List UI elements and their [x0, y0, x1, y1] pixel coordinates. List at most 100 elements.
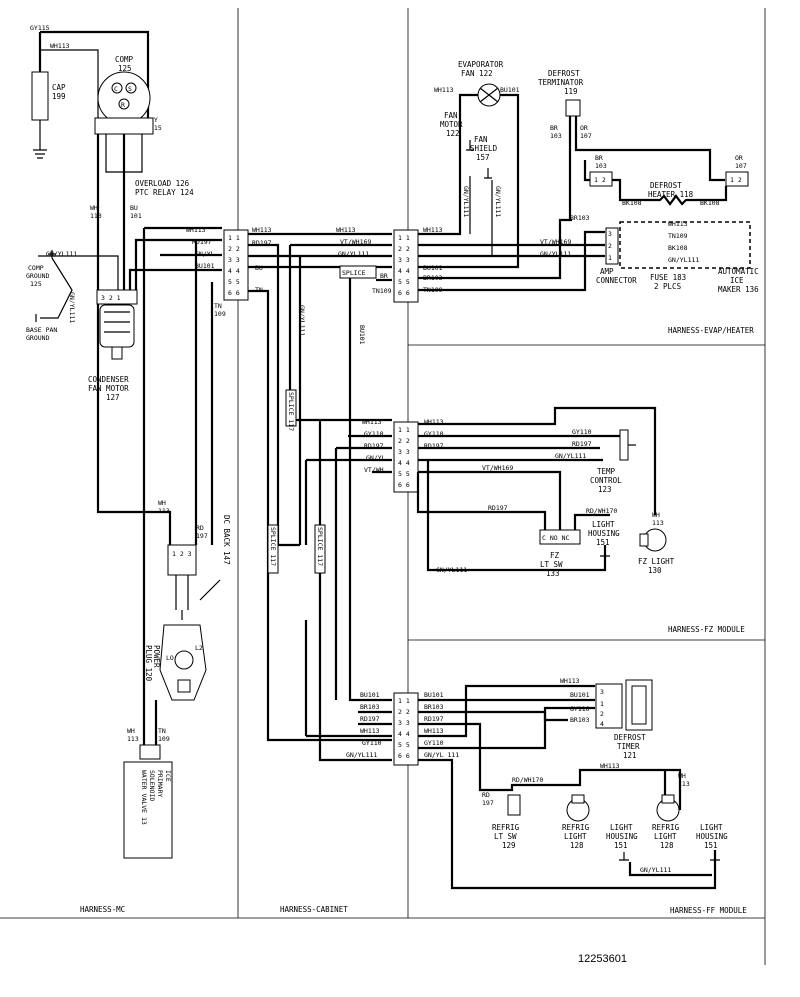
svg-text:FUSE 183: FUSE 183 — [650, 273, 686, 282]
svg-text:GN/YL111: GN/YL111 — [494, 186, 502, 217]
overload-label: OVERLOAD 126 — [135, 179, 190, 188]
svg-text:REFRIG: REFRIG — [492, 823, 520, 832]
svg-text:GN/YL111: GN/YL111 — [46, 250, 77, 258]
svg-text:PTC RELAY 124: PTC RELAY 124 — [135, 188, 194, 197]
svg-text:CONDENSER: CONDENSER — [88, 375, 129, 384]
temp-control: TEMP CONTROL 123 — [590, 429, 636, 494]
svg-text:157: 157 — [476, 153, 490, 162]
comp-label: COMP — [115, 55, 134, 64]
svg-text:GN/YL111: GN/YL111 — [298, 305, 306, 336]
svg-text:CONTROL: CONTROL — [590, 476, 622, 485]
svg-text:BR: BR — [595, 154, 603, 162]
svg-text:BK108: BK108 — [622, 199, 642, 207]
svg-text:L2: L2 — [195, 644, 203, 652]
svg-text:VT/WH169: VT/WH169 — [482, 464, 513, 472]
svg-text:128: 128 — [660, 841, 674, 850]
svg-text:LIGHT: LIGHT — [592, 520, 615, 529]
svg-text:BR: BR — [550, 124, 558, 132]
svg-text:TN: TN — [158, 727, 166, 735]
svg-text:TERMINATOR: TERMINATOR — [538, 78, 584, 87]
svg-text:119: 119 — [564, 87, 578, 96]
svg-text:LT SW: LT SW — [540, 560, 563, 569]
svg-text:LT SW: LT SW — [494, 832, 517, 841]
svg-text:127: 127 — [106, 393, 120, 402]
svg-text:WH: WH — [678, 772, 686, 780]
wire-gy115: GY115 — [30, 24, 50, 32]
svg-text:123: 123 — [598, 485, 612, 494]
svg-text:GY110: GY110 — [424, 739, 444, 747]
svg-text:WH113: WH113 — [186, 226, 206, 234]
svg-text:3: 3 — [608, 230, 612, 238]
svg-text:5 5: 5 5 — [398, 278, 410, 286]
harness-cabinet-label: HARNESS-CABINET — [280, 905, 348, 914]
svg-text:FAN: FAN — [444, 111, 458, 120]
svg-text:DEFROST: DEFROST — [614, 733, 646, 742]
svg-text:WH113: WH113 — [362, 418, 382, 426]
svg-text:HOUSING: HOUSING — [696, 832, 728, 841]
svg-text:WH113: WH113 — [424, 418, 444, 426]
svg-text:BR: BR — [380, 272, 388, 280]
svg-text:2 2: 2 2 — [398, 708, 410, 716]
svg-text:2 2: 2 2 — [398, 245, 410, 253]
svg-text:130: 130 — [648, 566, 662, 575]
svg-text:GN/YL111: GN/YL111 — [640, 866, 671, 874]
svg-text:C NO NC: C NO NC — [542, 534, 569, 542]
svg-text:3 3: 3 3 — [398, 719, 410, 727]
cap-label: CAP — [52, 83, 66, 92]
svg-text:107: 107 — [580, 132, 592, 140]
svg-text:GN/YL 111: GN/YL 111 — [424, 751, 459, 759]
svg-text:5 5: 5 5 — [228, 278, 240, 286]
svg-text:LIGHT: LIGHT — [654, 832, 677, 841]
connector-evap: 1 12 2 3 34 4 5 56 6 — [393, 229, 419, 303]
svg-text:RD197: RD197 — [572, 440, 592, 448]
svg-text:3 3: 3 3 — [398, 448, 410, 456]
svg-text:DEFROST: DEFROST — [548, 69, 580, 78]
svg-text:ICE: ICE — [164, 770, 172, 782]
svg-text:OR: OR — [735, 154, 743, 162]
svg-text:1 2: 1 2 — [594, 176, 606, 184]
svg-text:HOUSING: HOUSING — [588, 529, 620, 538]
svg-text:2: 2 — [608, 242, 612, 250]
svg-text:WH: WH — [127, 727, 135, 735]
svg-text:2: 2 — [600, 710, 604, 718]
svg-text:REFRIG: REFRIG — [652, 823, 680, 832]
harness-evap-label: HARNESS-EVAP/HEATER — [668, 326, 754, 335]
svg-text:WH113: WH113 — [360, 727, 380, 735]
svg-text:R: R — [121, 101, 125, 109]
power-plug-group: 1 2 3 LO L2 POWER PLUG 120 DC BACK 147 — [144, 515, 231, 701]
svg-text:WH: WH — [90, 204, 98, 212]
svg-text:WH113: WH113 — [560, 677, 580, 685]
svg-text:RD197: RD197 — [364, 442, 384, 450]
connector-ff: 1 12 2 3 34 4 5 56 6 — [393, 692, 419, 766]
svg-text:4: 4 — [600, 720, 604, 728]
svg-text:DC BACK 147: DC BACK 147 — [222, 515, 231, 565]
svg-text:GN/YL: GN/YL — [366, 454, 386, 462]
svg-text:GN/YL111: GN/YL111 — [68, 292, 76, 323]
svg-text:VT/WH: VT/WH — [364, 466, 384, 474]
svg-text:REFRIG: REFRIG — [562, 823, 590, 832]
svg-text:WH113: WH113 — [668, 220, 688, 228]
svg-text:BR103: BR103 — [570, 716, 590, 724]
svg-text:SPLICE 117: SPLICE 117 — [316, 527, 324, 566]
svg-text:3: 3 — [600, 688, 604, 696]
svg-text:FAN MOTOR: FAN MOTOR — [88, 384, 129, 393]
svg-text:129: 129 — [502, 841, 516, 850]
svg-text:ICE: ICE — [730, 276, 744, 285]
harness-mc-label: HARNESS-MC — [80, 905, 125, 914]
svg-text:GROUND: GROUND — [26, 272, 50, 280]
svg-text:FAN: FAN — [474, 135, 488, 144]
svg-text:113: 113 — [127, 735, 139, 743]
svg-text:SHIELD: SHIELD — [470, 144, 498, 153]
defrost-timer: 31 24 DEFROST TIMER 121 — [595, 679, 653, 760]
svg-text:FAN 122: FAN 122 — [461, 69, 493, 78]
compressor-symbol — [97, 71, 151, 125]
svg-text:WH113: WH113 — [434, 86, 454, 94]
svg-text:SPLICE 117: SPLICE 117 — [287, 392, 295, 431]
svg-text:AMP: AMP — [600, 267, 614, 276]
svg-text:115: 115 — [150, 124, 162, 132]
svg-text:GN/YL111: GN/YL111 — [668, 256, 699, 264]
svg-text:101: 101 — [130, 212, 142, 220]
svg-text:121: 121 — [623, 751, 637, 760]
svg-text:HEATER 118: HEATER 118 — [648, 190, 694, 199]
